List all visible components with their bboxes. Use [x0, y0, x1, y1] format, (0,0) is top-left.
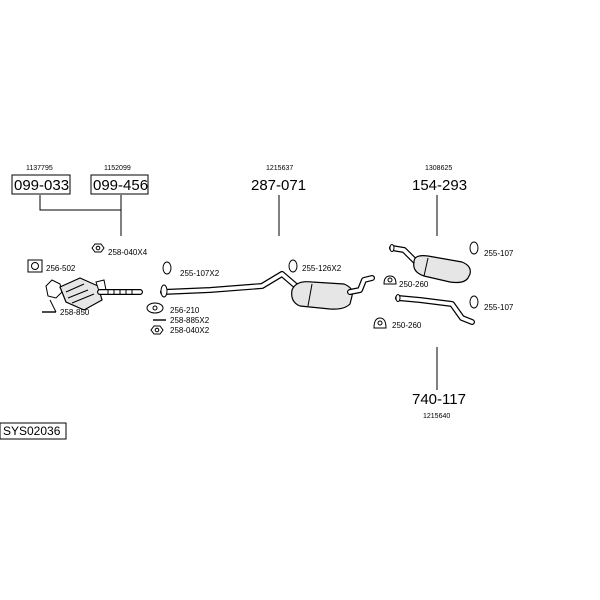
label-255-126x2[interactable]: 255-126X2 — [302, 264, 342, 273]
tail-pipe[interactable] — [395, 294, 475, 325]
rear-muffler[interactable] — [389, 244, 471, 284]
clamp-icon-3[interactable] — [469, 241, 479, 255]
clamp-icon-4[interactable] — [469, 295, 479, 309]
ref-number-1: 1137795 — [26, 165, 53, 172]
part-number-2[interactable]: 099-456 — [93, 177, 148, 194]
label-255-107x2[interactable]: 255-107X2 — [180, 269, 220, 278]
part-number-4[interactable]: 154-293 — [412, 177, 467, 194]
part-box-1[interactable] — [11, 174, 71, 195]
clamp-icon-2[interactable] — [288, 259, 298, 273]
part-number-5[interactable]: 740-117 — [412, 391, 466, 408]
label-258-885x2[interactable]: 258-885X2 — [170, 316, 210, 325]
catalytic-converter[interactable] — [27, 259, 143, 313]
part-number-1[interactable]: 099-033 — [14, 177, 69, 194]
part-box-2[interactable] — [90, 174, 149, 195]
middle-pipe-muffler[interactable] — [160, 271, 375, 310]
label-258-850[interactable]: 258-850 — [60, 308, 90, 317]
label-250-260-b[interactable]: 250-260 — [392, 321, 422, 330]
system-code: SYS02036 — [3, 424, 61, 438]
label-258-040x2[interactable]: 258-040X2 — [170, 326, 210, 335]
label-255-107-a[interactable]: 255-107 — [484, 249, 514, 258]
leader-line-1 — [39, 195, 122, 236]
ref-number-4: 1308625 — [425, 165, 452, 172]
part-number-3[interactable]: 287-071 — [251, 177, 306, 194]
label-255-107-b[interactable]: 255-107 — [484, 303, 514, 312]
ref-number-3: 1215637 — [266, 165, 293, 172]
ref-number-2: 1152099 — [104, 165, 131, 172]
system-code-box — [0, 422, 67, 440]
label-258-040x4[interactable]: 258-040X4 — [108, 248, 148, 257]
label-256-210[interactable]: 256-210 — [170, 306, 200, 315]
ref-number-5: 1215640 — [423, 413, 450, 420]
label-256-502[interactable]: 256-502 — [46, 264, 76, 273]
label-250-260-a[interactable]: 250-260 — [399, 280, 429, 289]
clamp-icon[interactable] — [162, 261, 172, 275]
